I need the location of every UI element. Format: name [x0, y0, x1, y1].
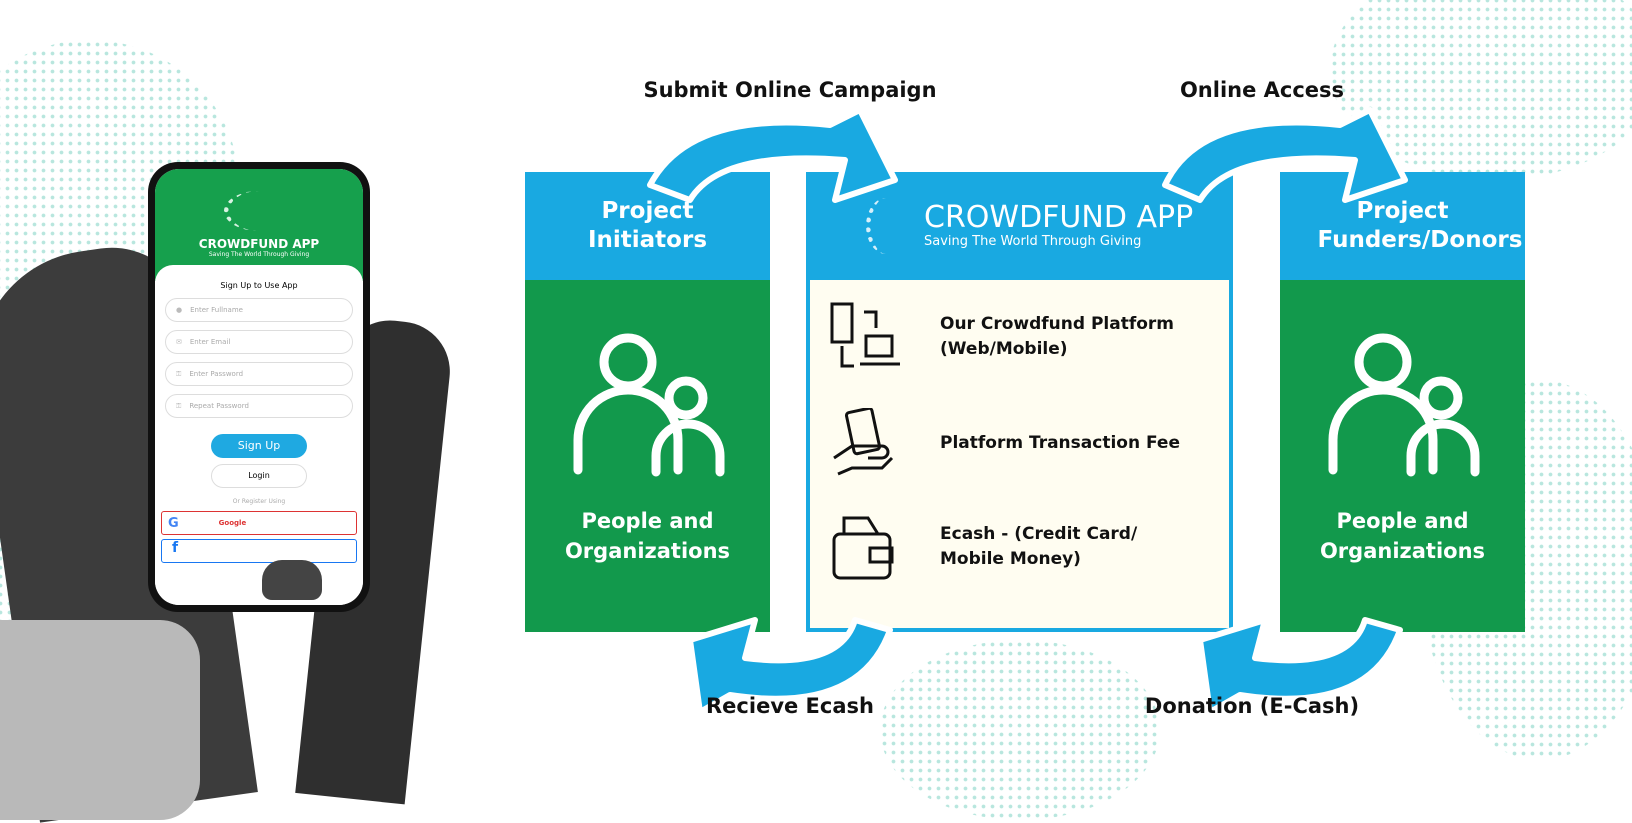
repeat-password-input[interactable]: ⚿ Repeat Password — [165, 394, 353, 418]
project-initiators-body: People and Organizations — [525, 280, 770, 632]
arrow-receive — [687, 617, 893, 715]
email-input[interactable]: ✉ Enter Email — [165, 330, 353, 354]
project-initiators-header: Project Initiators — [525, 172, 770, 280]
form-title: Sign Up to Use App — [220, 281, 298, 290]
people-icon — [1328, 333, 1479, 477]
left-body-text: People and Organizations — [564, 509, 731, 563]
google-button[interactable]: G Google — [161, 511, 357, 535]
placeholder: Repeat Password — [189, 402, 249, 410]
placeholder: Enter Email — [189, 338, 231, 346]
or-register-label: Or Register Using — [232, 498, 286, 505]
password-input[interactable]: ⚿ Enter Password — [165, 362, 353, 386]
facebook-button[interactable]: f — [161, 539, 357, 563]
arrow-donation — [1197, 617, 1403, 715]
computer-laptop-icon — [830, 302, 900, 368]
decorative-dots — [880, 640, 1160, 820]
key-icon: ⚿ — [176, 401, 182, 410]
key-icon: ⚿ — [176, 369, 182, 378]
flow-arrows — [647, 107, 1408, 715]
brand-tagline: Saving The World Through Giving — [924, 234, 1142, 249]
sign-up-button[interactable]: Sign Up — [211, 434, 307, 458]
phone-screen: CROWDFUND APP Saving The World Through G… — [155, 169, 363, 605]
people-icon — [573, 333, 724, 477]
phone: CROWDFUND APP Saving The World Through G… — [148, 162, 370, 612]
right-body-text: People and Organizations — [1319, 509, 1486, 563]
brand-name: CROWDFUND APP — [924, 200, 1194, 235]
wallet-icon — [832, 516, 894, 580]
thumb — [262, 560, 322, 600]
user-icon: ● — [176, 306, 183, 314]
fullname-input[interactable]: ● Enter Fullname — [165, 298, 353, 322]
arrow-access — [1162, 107, 1408, 203]
placeholder: Enter Fullname — [190, 306, 243, 314]
hand-money-icon — [833, 408, 894, 476]
facebook-icon: f — [172, 540, 179, 556]
project-funders-body: People and Organizations — [1280, 280, 1525, 632]
service-item: Our Crowdfund Platform (Web/Mobile) — [830, 302, 1190, 372]
phone-app-name: CROWDFUND APP — [198, 237, 320, 251]
project-funders-header: Project Funders/Donors — [1280, 172, 1525, 280]
logo-icon — [866, 198, 906, 254]
logo-icon — [224, 191, 294, 231]
google-icon: G — [168, 515, 179, 531]
services-box: Our Crowdfund Platform (Web/Mobile) Plat… — [806, 280, 1233, 632]
service-item: Ecash - (Credit Card/ Mobile Money) — [830, 512, 1190, 582]
service-item: Platform Transaction Fee — [830, 408, 1190, 478]
mail-icon: ✉ — [176, 338, 182, 346]
phone-header: CROWDFUND APP Saving The World Through G… — [155, 169, 363, 281]
arrow-submit — [647, 107, 898, 203]
placeholder: Enter Password — [189, 370, 244, 378]
receive-ecash-label: Recieve Ecash — [706, 694, 874, 718]
google-label: Google — [218, 519, 247, 527]
login-button[interactable]: Login — [211, 464, 307, 488]
service-text: Ecash - (Credit Card/ Mobile Money) — [940, 524, 1138, 569]
service-text: Our Crowdfund Platform (Web/Mobile) — [940, 314, 1175, 359]
submit-campaign-label: Submit Online Campaign — [643, 78, 937, 102]
donation-label: Donation (E-Cash) — [1144, 694, 1360, 718]
phone-tagline: Saving The World Through Giving — [208, 251, 310, 258]
sleeve — [0, 620, 200, 820]
online-access-label: Online Access — [1179, 78, 1345, 102]
service-text: Platform Transaction Fee — [940, 432, 1180, 453]
